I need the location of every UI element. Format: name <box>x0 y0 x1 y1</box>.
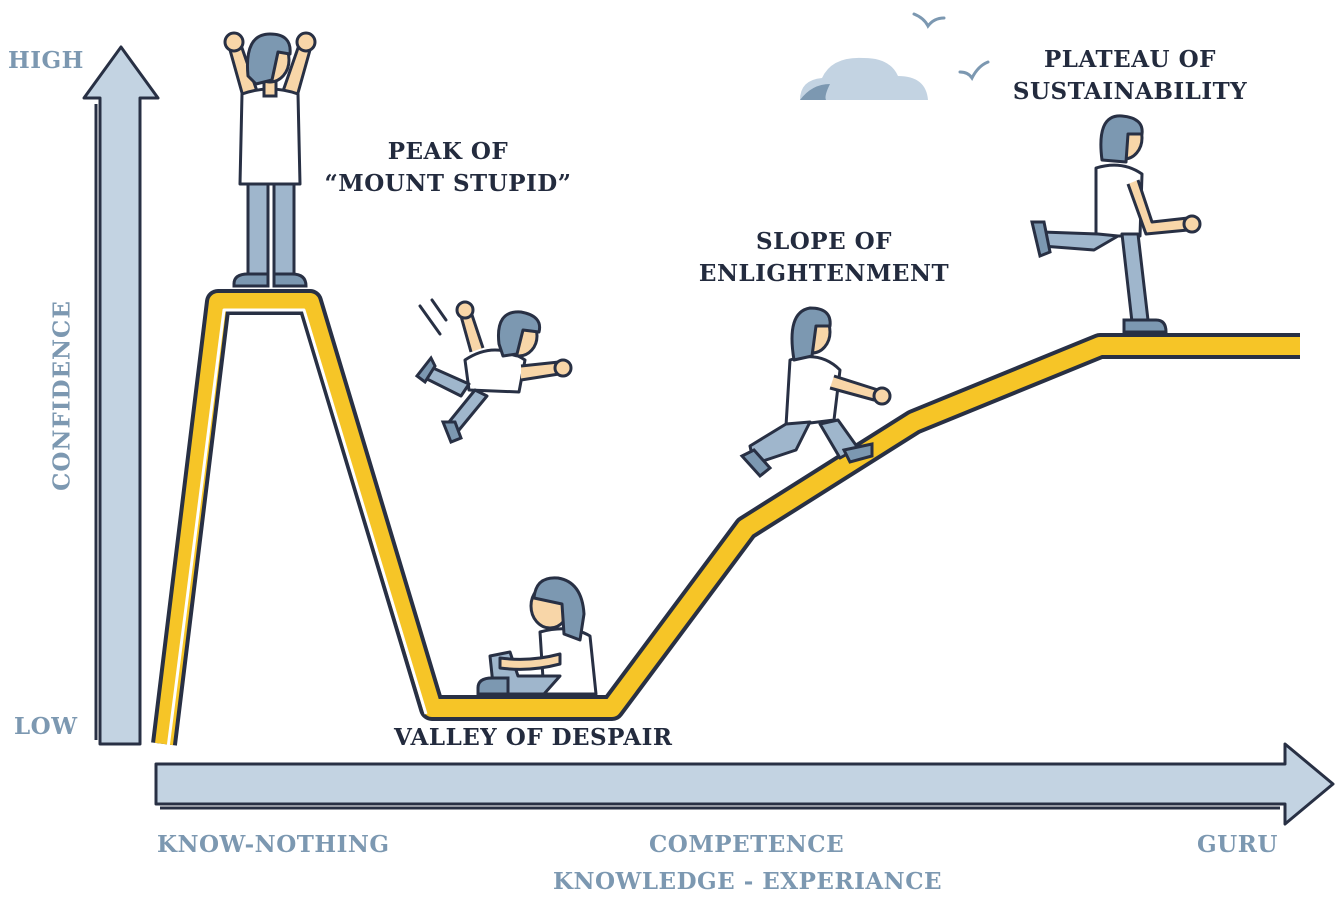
sitting-person-icon <box>476 576 598 696</box>
peak-label: PEAK OF “MOUNT STUPID” <box>318 136 578 200</box>
x-axis-title: KNOWLEDGE - EXPERIANCE <box>553 868 943 895</box>
confidence-curve <box>151 289 1300 749</box>
x-axis-arrow <box>154 742 1335 826</box>
slope-label-line1: SLOPE OF <box>755 228 892 255</box>
cheering-person-icon <box>223 31 317 288</box>
motion-lines-icon <box>418 298 448 336</box>
peak-label-line1: PEAK OF <box>387 138 509 165</box>
x-axis-left-label: KNOW-NOTHING <box>157 831 390 858</box>
climbing-person-icon <box>740 306 892 478</box>
plateau-label-line2: SUSTAINABILITY <box>1012 78 1248 105</box>
x-axis-mid-label: COMPETENCE <box>649 831 845 858</box>
slope-label: SLOPE OF ENLIGHTENMENT <box>694 226 954 290</box>
cloud-icon <box>800 57 928 100</box>
x-axis-right-label: GURU <box>1197 831 1278 858</box>
y-axis-title: CONFIDENCE <box>48 300 76 491</box>
walking-person-icon <box>1030 114 1202 334</box>
peak-label-line2: “MOUNT STUPID” <box>324 170 572 197</box>
y-axis-low-label: LOW <box>14 713 78 740</box>
y-axis-high-label: HIGH <box>8 47 84 74</box>
slope-label-line2: ENLIGHTENMENT <box>698 260 950 287</box>
falling-person-icon <box>415 300 573 444</box>
plateau-label-line1: PLATEAU OF <box>1044 46 1216 73</box>
y-axis-arrow <box>82 45 160 746</box>
valley-label: VALLEY OF DESPAIR <box>394 724 673 751</box>
birds-icon <box>912 12 990 81</box>
plateau-label: PLATEAU OF SUSTAINABILITY <box>1002 44 1258 108</box>
